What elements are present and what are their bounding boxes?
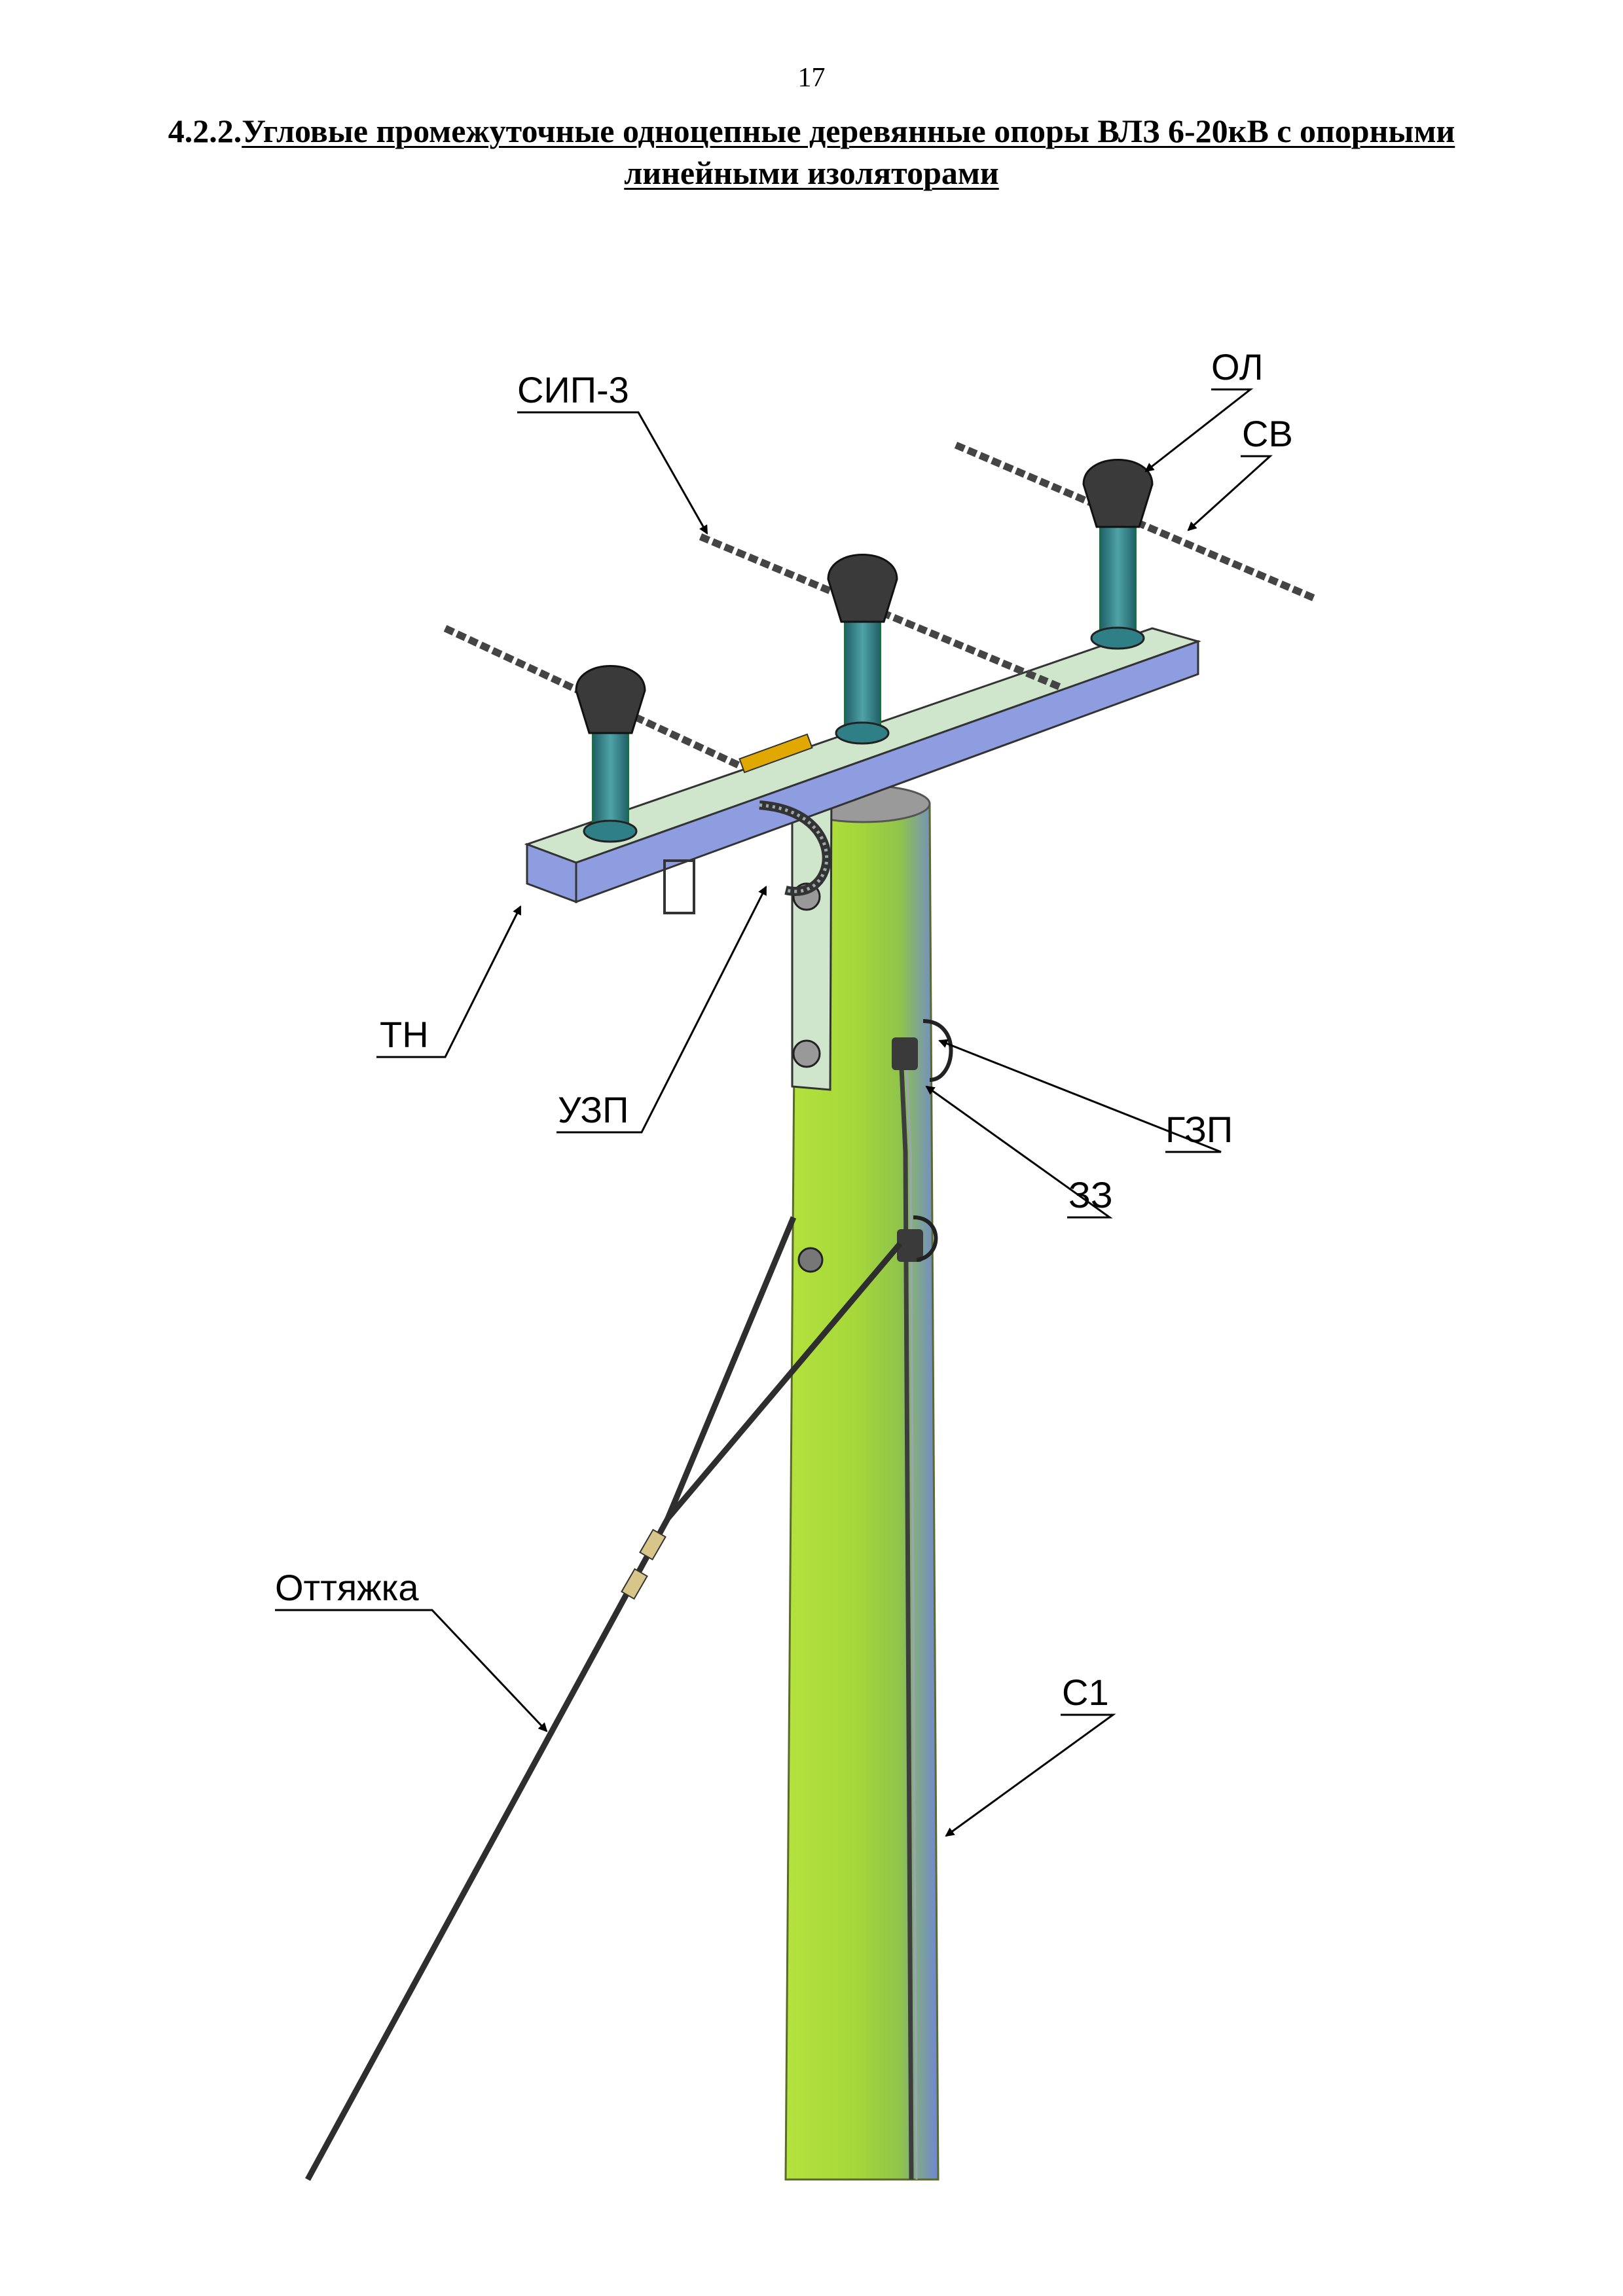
label-c1: С1 bbox=[1062, 1672, 1109, 1713]
label-tn: ТН bbox=[380, 1014, 429, 1055]
label-sv: СВ bbox=[1242, 413, 1293, 454]
pole bbox=[784, 784, 939, 2181]
crossarm bbox=[524, 627, 1201, 914]
label-uzp: УЗП bbox=[558, 1089, 629, 1130]
insulator-right bbox=[1082, 459, 1154, 650]
label-gzp: ГЗП bbox=[1165, 1109, 1233, 1150]
label-guy: Оттяжка bbox=[275, 1567, 419, 1608]
page-number: 17 bbox=[797, 63, 826, 93]
section-heading: 4.2.2.Угловые промежуточные одноцепные д… bbox=[79, 110, 1544, 194]
insulator-center bbox=[827, 554, 898, 745]
section-title: Угловые промежуточные одноцепные деревян… bbox=[242, 113, 1455, 191]
leader-lines bbox=[275, 388, 1273, 1837]
section-number: 4.2.2. bbox=[168, 113, 242, 149]
insulator-left bbox=[575, 665, 646, 843]
label-sip3: СИП-3 bbox=[517, 369, 629, 410]
label-zz: ЗЗ bbox=[1068, 1174, 1113, 1215]
guy-wire bbox=[305, 1216, 903, 2181]
label-ol: ОЛ bbox=[1211, 346, 1264, 387]
surge-protector bbox=[739, 733, 831, 896]
ground-conductor bbox=[892, 1019, 953, 2180]
